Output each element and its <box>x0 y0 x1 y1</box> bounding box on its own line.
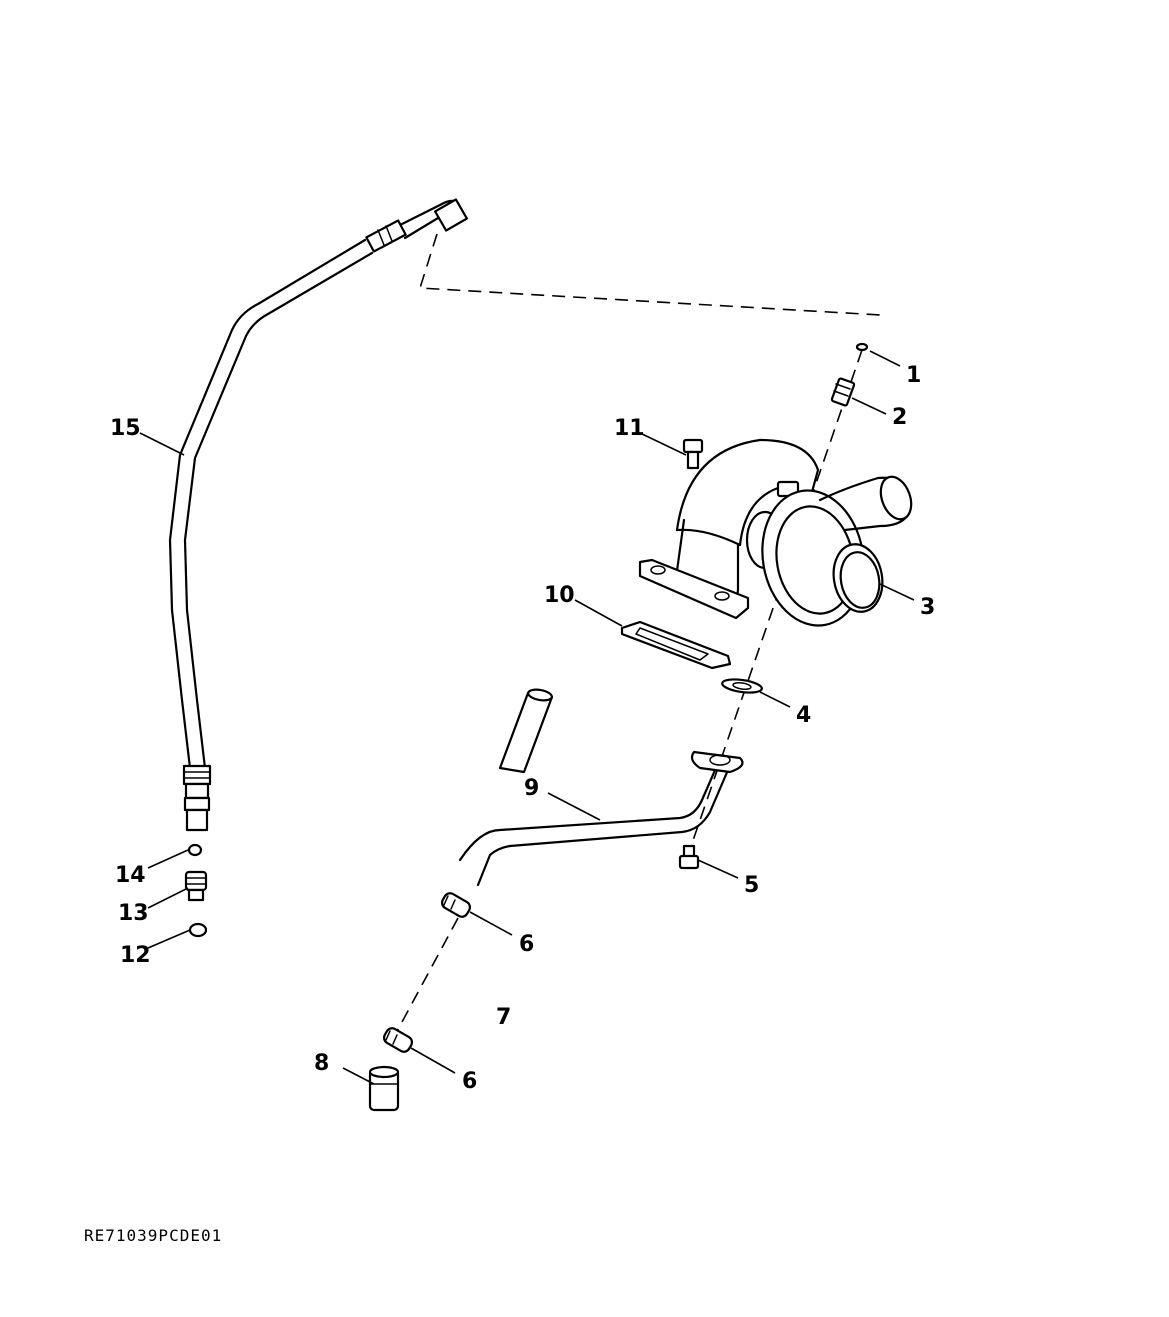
callout-1: 1 <box>906 363 921 388</box>
callout-12: 12 <box>120 943 151 968</box>
fitting-part-13 <box>184 870 208 902</box>
fitting-part-8 <box>368 1065 400 1112</box>
callout-13: 13 <box>118 901 149 926</box>
clamp-part-6-upper <box>440 892 472 918</box>
hose-sleeve <box>498 688 554 774</box>
callout-14: 14 <box>115 863 146 888</box>
turbocharger-part-3 <box>638 438 913 627</box>
o-ring-part-12 <box>188 922 208 938</box>
leader-lines <box>139 350 915 1085</box>
callout-15: 15 <box>110 416 141 441</box>
drawing-reference-code: RE71039PCDE01 <box>84 1226 222 1245</box>
clamp-part-6-lower <box>382 1027 414 1053</box>
callout-9: 9 <box>524 776 539 801</box>
gasket-part-10 <box>620 620 732 670</box>
callout-11: 11 <box>614 416 645 441</box>
callout-8: 8 <box>314 1051 329 1076</box>
washer-part-1 <box>855 342 869 352</box>
fitting-part-2 <box>830 377 856 407</box>
oil-supply-line-part-15 <box>168 198 468 832</box>
gasket-part-4 <box>721 678 763 694</box>
callout-4: 4 <box>796 703 811 728</box>
callout-3: 3 <box>920 595 935 620</box>
callout-2: 2 <box>892 405 907 430</box>
bolt-part-11 <box>682 438 704 470</box>
callout-labels: 1 2 3 4 5 6 6 7 8 9 10 11 12 13 14 15 <box>110 363 935 1094</box>
callout-6-lower: 6 <box>462 1069 477 1094</box>
callout-10: 10 <box>544 583 575 608</box>
oil-drain-tube-part-9 <box>458 750 744 887</box>
callout-5: 5 <box>744 873 759 898</box>
callout-6-upper: 6 <box>519 932 534 957</box>
callout-7: 7 <box>496 1005 511 1030</box>
bolt-part-5 <box>678 844 700 870</box>
o-ring-part-14 <box>187 843 203 857</box>
